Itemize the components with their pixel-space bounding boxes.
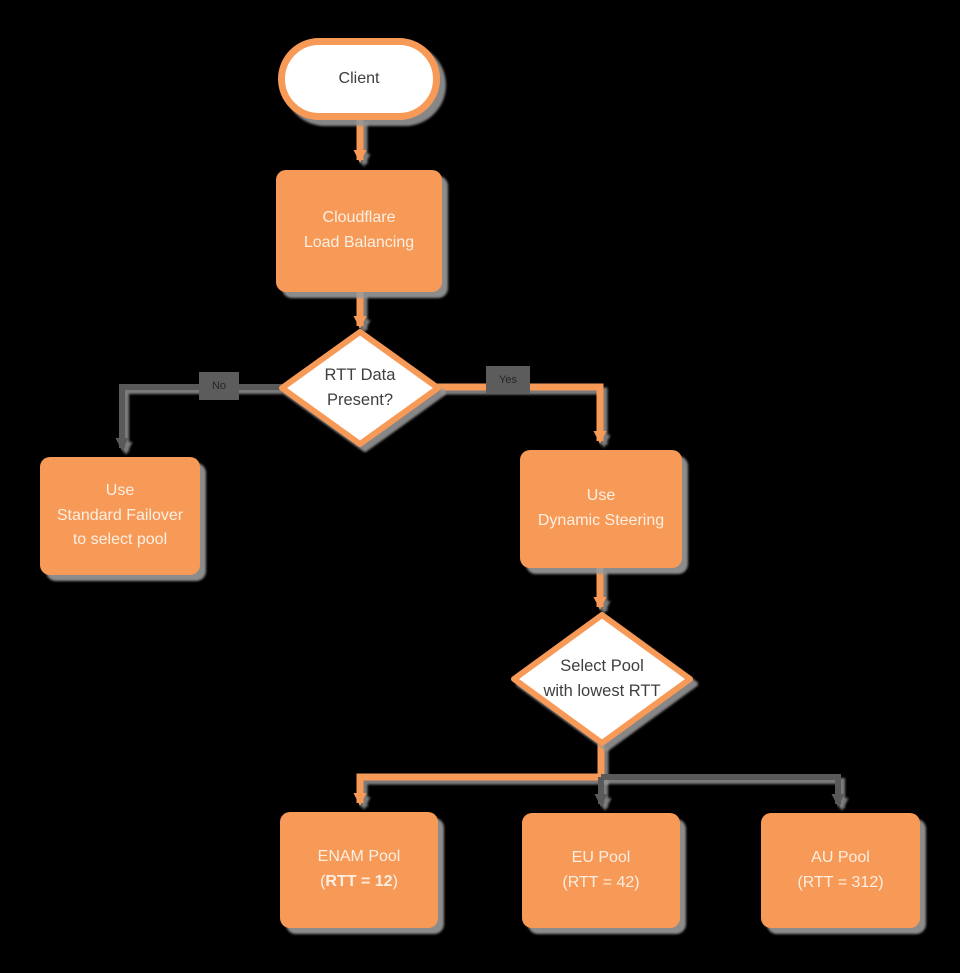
decision-diamond-shape [279,329,441,447]
node-eu-pool-name: EU Pool [571,848,631,866]
node-client: Client [278,38,440,120]
node-rtt-decision-label: RTT Data Present? [324,366,396,409]
node-eu-pool: EU Pool (RTT = 42) [522,813,680,928]
node-standard-failover: Use Standard Failover to select pool [40,457,200,575]
node-enam-pool: ENAM Pool (RTT = 12) [280,812,438,928]
node-enam-pool-name: ENAM Pool [317,848,401,866]
node-au-pool: AU Pool (RTT = 312) [761,813,920,928]
node-au-pool-rtt: (RTT = 312) [797,873,884,891]
node-load-balancing: Cloudflare Load Balancing [276,170,442,292]
enam-paren-open: ( [320,873,326,890]
edge-label-yes: Yes [486,366,530,394]
node-standard-failover-label: Use Standard Failover to select pool [56,481,184,549]
edge-label-no: No [199,372,239,400]
node-select-pool-label: Select Pool with lowest RTT [543,657,661,700]
node-dynamic-steering: Use Dynamic Steering [520,450,682,568]
node-enam-pool-rtt: (RTT = 12) [318,870,401,895]
decision-diamond-shape [511,612,693,746]
node-dynamic-steering-label: Use Dynamic Steering [537,487,665,529]
edge-label-no-text: No [211,379,227,392]
enam-rtt-value: RTT = 12 [325,873,393,890]
edge-label-yes-text: Yes [499,373,517,386]
node-load-balancing-label: Cloudflare Load Balancing [303,209,415,251]
node-au-pool-name: AU Pool [811,848,870,866]
edge-select-pool-to-enam [353,744,605,806]
node-client-label: Client [338,70,380,87]
edge-select-pool-to-au [601,774,845,807]
edge-yes-to-dynamic-steering [437,383,607,444]
node-eu-pool-rtt: (RTT = 42) [562,873,640,891]
enam-paren-close: ) [392,873,398,890]
node-select-pool: Select Pool with lowest RTT [510,611,694,747]
node-rtt-decision: RTT Data Present? [278,328,442,448]
